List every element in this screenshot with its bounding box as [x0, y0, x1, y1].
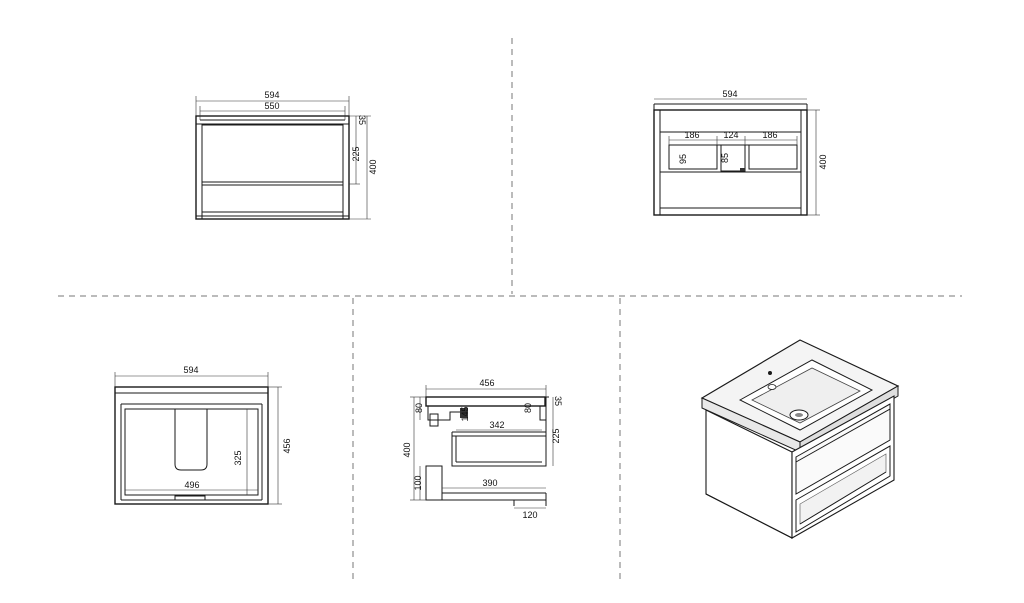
top-view: 594 496 325 456 — [114, 365, 292, 505]
side-shelf-height-label: 100 — [413, 475, 423, 490]
iso-shelf-floor — [799, 471, 887, 525]
back-total-height-label: 400 — [818, 154, 828, 169]
front-drawer-height-label: 225 — [351, 146, 361, 161]
top-width-total-label: 594 — [183, 365, 198, 375]
isometric-view — [700, 339, 900, 539]
iso-basin-bowl — [751, 367, 861, 424]
back-seg-left-label: 186 — [684, 130, 699, 140]
back-view: 594 186 124 186 95 85 400 — [653, 89, 828, 216]
side-back-panel — [425, 465, 443, 501]
top-drawer-cutout — [174, 409, 208, 471]
side-drawer-height-label: 225 — [551, 428, 561, 443]
side-bowl-left — [427, 406, 460, 421]
iso-drain-center-icon — [795, 413, 803, 417]
iso-tap-hole-icon — [767, 384, 777, 390]
top-handle — [174, 495, 206, 501]
side-drawer-box — [451, 431, 547, 467]
back-width-total-label: 594 — [722, 89, 737, 99]
side-bowl-right — [539, 406, 546, 421]
front-view: 594 550 35 225 400 — [195, 90, 378, 220]
top-outline — [114, 386, 269, 505]
back-cut-mid-height-label: 85 — [720, 153, 730, 163]
side-countertop — [425, 396, 546, 407]
side-drawer-depth-label: 342 — [489, 420, 504, 430]
side-top-left-label: 80 — [414, 403, 424, 413]
back-outlet-mark — [740, 168, 745, 171]
front-cabinet-outline — [195, 115, 350, 220]
back-cut-left-height-label: 95 — [678, 154, 688, 164]
back-cutout-left — [668, 144, 718, 170]
iso-base-left — [705, 493, 793, 539]
iso-overflow-icon — [768, 371, 772, 375]
back-cabinet-outline — [653, 109, 808, 216]
front-top-height-label: 35 — [357, 115, 367, 125]
side-top-right-label: 80 — [523, 403, 533, 413]
side-shelf-depth-label: 390 — [482, 478, 497, 488]
side-top-edge-label: 35 — [553, 396, 563, 406]
side-drain — [429, 413, 439, 427]
iso-drawer-handle-line — [795, 408, 891, 463]
side-view: 456 80 80 35 145 342 225 400 100 390 120 — [402, 378, 563, 520]
back-seg-right-label: 186 — [762, 130, 777, 140]
front-width-inner-label: 550 — [264, 101, 279, 111]
side-total-height-label: 400 — [402, 442, 412, 457]
top-depth-total-label: 456 — [282, 438, 292, 453]
top-inner-width-label: 496 — [184, 480, 199, 490]
back-cutout-right — [748, 144, 798, 170]
view-separators — [58, 38, 962, 580]
side-trap-mark — [460, 408, 468, 418]
top-drawer-outline — [124, 408, 259, 496]
back-cutout-mid — [720, 144, 746, 172]
side-slot-label: 145 — [460, 406, 470, 421]
side-depth-total-label: 456 — [479, 378, 494, 388]
top-cut-depth-label: 325 — [233, 450, 243, 465]
front-drawer — [201, 124, 344, 183]
iso-drawer-front — [795, 403, 891, 495]
side-offset-label: 120 — [522, 510, 537, 520]
front-width-total-label: 594 — [264, 90, 279, 100]
back-seg-mid-label: 124 — [723, 130, 738, 140]
front-total-height-label: 400 — [368, 159, 378, 174]
